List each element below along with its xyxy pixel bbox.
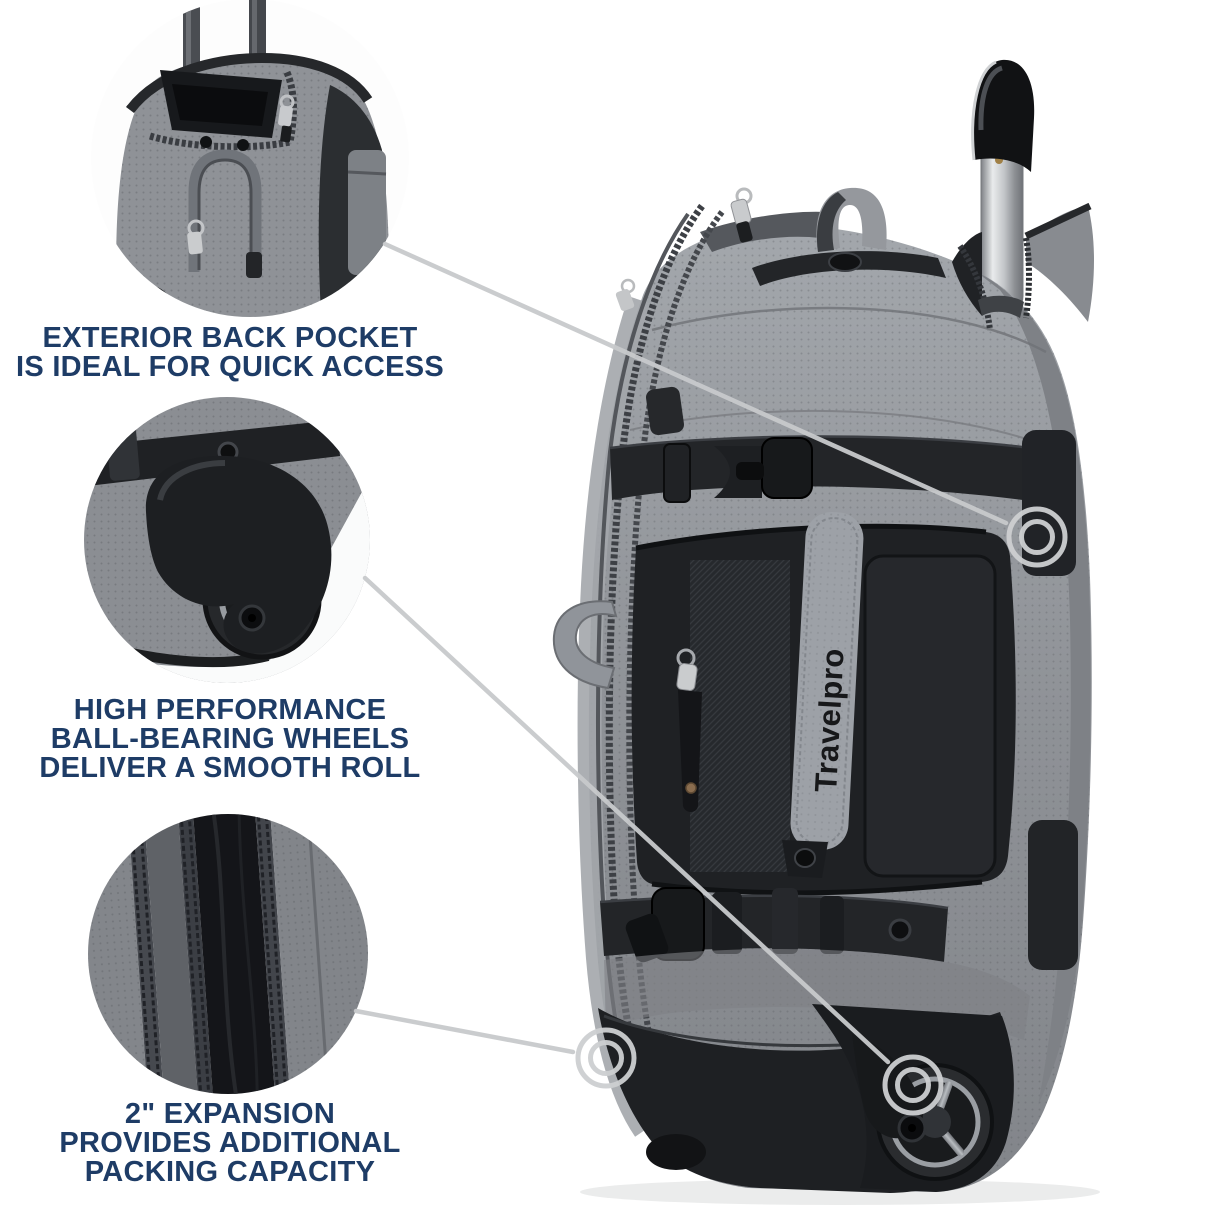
telescoping-handle	[971, 59, 1035, 317]
zipper-pull-top	[730, 187, 753, 243]
caption-line: EXTERIOR BACK POCKET	[42, 322, 418, 354]
caption-line: BALL-BEARING WHEELS	[50, 723, 410, 755]
strap-buckle-lower	[625, 887, 705, 963]
zipper-pull-upper-left	[615, 278, 636, 311]
callout-target-expansion	[575, 1027, 637, 1089]
caption-back-pocket: EXTERIOR BACK POCKET IS IDEAL FOR QUICK …	[4, 324, 456, 382]
leather-zipper-tab	[678, 690, 702, 812]
brand-strap: Travelpro	[790, 511, 864, 850]
zipper-pull-mid	[676, 648, 702, 812]
wheel	[852, 1034, 994, 1181]
luggage-photo: Travelpro	[552, 59, 1094, 1193]
caption-wheels: HIGH PERFORMANCE BALL-BEARING WHEELS DEL…	[4, 696, 456, 783]
floor-shadow	[580, 1179, 1100, 1205]
callout-targets	[575, 506, 1068, 1116]
caption-line: PROVIDES ADDITIONAL	[59, 1127, 401, 1159]
compression-strap-lower	[599, 820, 1078, 970]
caption-line: HIGH PERFORMANCE	[73, 694, 387, 726]
side-carry-handle	[552, 600, 618, 690]
brand-strap-label: Travelpro	[808, 647, 850, 793]
callout-target-back-pocket	[1006, 506, 1068, 568]
caption-expansion: 2" EXPANSION PROVIDES ADDITIONAL PACKING…	[4, 1100, 456, 1187]
callout-line-back-pocket	[382, 241, 1009, 526]
inset-expansion	[88, 814, 368, 1094]
caption-line: PACKING CAPACITY	[84, 1156, 376, 1188]
callout-line-expansion	[353, 1008, 576, 1055]
callout-target-wheels	[882, 1054, 944, 1116]
inset-wheels	[84, 397, 370, 683]
caption-line: DELIVER A SMOOTH ROLL	[39, 752, 421, 784]
caption-line: IS IDEAL FOR QUICK ACCESS	[15, 351, 445, 383]
base-and-wheels	[598, 1004, 1014, 1193]
strap-buckle-upper	[714, 437, 813, 499]
caption-line: 2" EXPANSION	[124, 1098, 336, 1130]
inset-back-pocket	[91, 0, 409, 317]
callout-lines	[353, 241, 1009, 1065]
callout-line-wheels	[362, 575, 891, 1065]
rear-foot	[646, 1134, 706, 1170]
